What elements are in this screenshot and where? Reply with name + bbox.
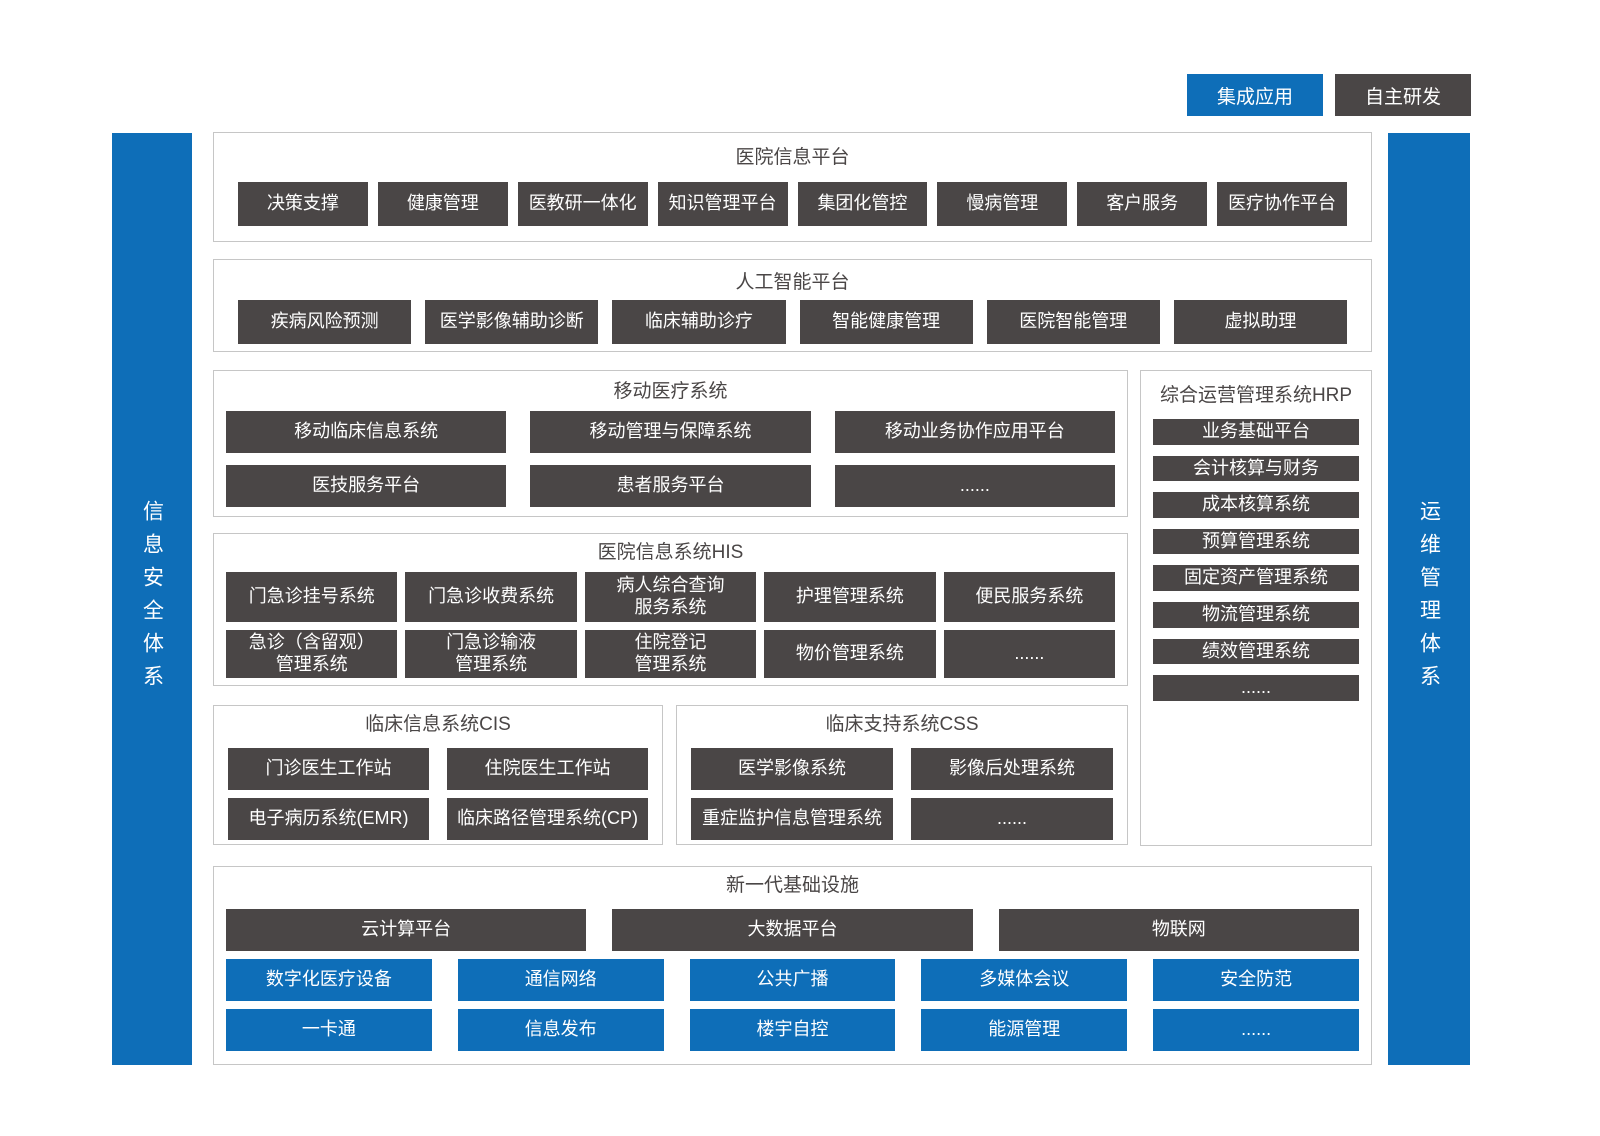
his-row-2: 急诊（含留观） 管理系统门急诊输液 管理系统住院登记 管理系统物价管理系统...…: [226, 630, 1116, 678]
hrp-box: 固定资产管理系统: [1153, 565, 1359, 591]
infrastructure-integrated-row-2: 一卡通信息发布楼宇自控能源管理......: [226, 1009, 1359, 1051]
section-title-css: 临床支持系统CSS: [825, 714, 979, 735]
hospital-info-platform-box: 集团化管控: [797, 182, 928, 226]
hospital-info-platform-box: 客户服务: [1077, 182, 1208, 226]
his-box: 护理管理系统: [764, 572, 936, 622]
ai-platform-items: 疾病风险预测医学影像辅助诊断临床辅助诊疗智能健康管理医院智能管理虚拟助理: [238, 300, 1348, 344]
section-title-cis: 临床信息系统CIS: [365, 714, 511, 735]
infrastructure-self-developed-row: 云计算平台大数据平台物联网: [226, 909, 1359, 951]
infrastructure-box: 信息发布: [457, 1009, 664, 1051]
cis-box: 门诊医生工作站: [228, 748, 429, 790]
infrastructure-box: 安全防范: [1153, 959, 1359, 1001]
mobile-medical-box: 移动业务协作应用平台: [834, 411, 1115, 453]
his-box: 门急诊收费系统: [405, 572, 577, 622]
cis-box: 临床路径管理系统(CP): [447, 798, 648, 840]
his-box: ......: [943, 630, 1116, 678]
section-title-mobile-medical: 移动医疗系统: [613, 381, 728, 402]
hospital-info-platform-box: 知识管理平台: [657, 182, 788, 226]
hrp-box: 预算管理系统: [1153, 528, 1359, 555]
mobile-medical-box: 医技服务平台: [226, 465, 507, 507]
ai-platform-box: 虚拟助理: [1173, 300, 1348, 344]
mobile-medical-box: 患者服务平台: [530, 465, 811, 507]
hrp-box: ......: [1153, 675, 1359, 701]
section-title-infrastructure: 新一代基础设施: [725, 875, 859, 896]
css-box: ......: [911, 798, 1113, 840]
his-row-1: 门急诊挂号系统门急诊收费系统病人综合查询 服务系统护理管理系统便民服务系统: [226, 572, 1116, 622]
his-box: 急诊（含留观） 管理系统: [226, 630, 398, 678]
mobile-medical-row-2: 医技服务平台患者服务平台......: [226, 465, 1115, 507]
his-box: 门急诊挂号系统: [226, 572, 398, 622]
hospital-info-platform-box: 医教研一体化: [517, 182, 648, 226]
hospital-info-platform-box: 决策支撑: [238, 182, 368, 226]
section-title-ai-platform: 人工智能平台: [735, 272, 850, 293]
infrastructure-box: 数字化医疗设备: [226, 959, 432, 1001]
his-box: 住院登记 管理系统: [584, 630, 757, 678]
cis-row-1: 门诊医生工作站住院医生工作站: [228, 748, 648, 790]
info-security-sidebar: 信息安全体系: [112, 133, 192, 1065]
mobile-medical-box: 移动管理与保障系统: [530, 411, 811, 453]
hrp-box: 成本核算系统: [1153, 492, 1359, 518]
legend: 集成应用 自主研发: [1187, 74, 1471, 116]
legend-integrated-app-chip: 集成应用: [1187, 74, 1323, 116]
ops-management-sidebar-label: 运维管理体系: [1417, 500, 1441, 698]
section-his: 医院信息系统HIS 门急诊挂号系统门急诊收费系统病人综合查询 服务系统护理管理系…: [213, 533, 1128, 686]
ai-platform-box: 疾病风险预测: [238, 300, 412, 344]
section-mobile-medical: 移动医疗系统 移动临床信息系统移动管理与保障系统移动业务协作应用平台 医技服务平…: [213, 370, 1128, 517]
section-infrastructure: 新一代基础设施 云计算平台大数据平台物联网 数字化医疗设备通信网络公共广播多媒体…: [213, 866, 1372, 1065]
hrp-items: 业务基础平台会计核算与财务成本核算系统预算管理系统固定资产管理系统物流管理系统绩…: [1153, 419, 1359, 701]
his-box: 便民服务系统: [943, 572, 1116, 622]
ai-platform-box: 临床辅助诊疗: [612, 300, 786, 344]
infrastructure-box: ......: [1153, 1009, 1359, 1051]
hrp-box: 会计核算与财务: [1153, 455, 1359, 482]
section-title-hrp: 综合运营管理系统HRP: [1159, 385, 1353, 406]
ai-platform-box: 医学影像辅助诊断: [425, 300, 599, 344]
hospital-info-platform-box: 健康管理: [377, 182, 508, 226]
cis-row-2: 电子病历系统(EMR) 临床路径管理系统(CP): [228, 798, 648, 840]
cis-box: 住院医生工作站: [447, 748, 648, 790]
info-security-sidebar-label: 信息安全体系: [140, 500, 164, 698]
section-title-his: 医院信息系统HIS: [597, 542, 744, 563]
mobile-medical-box: 移动临床信息系统: [226, 411, 507, 453]
ai-platform-box: 医院智能管理: [986, 300, 1160, 344]
infrastructure-integrated-row-1: 数字化医疗设备通信网络公共广播多媒体会议安全防范: [226, 959, 1359, 1001]
infrastructure-box: 物联网: [998, 909, 1359, 951]
infrastructure-box: 多媒体会议: [921, 959, 1128, 1001]
infrastructure-box: 大数据平台: [612, 909, 973, 951]
section-cis: 临床信息系统CIS 门诊医生工作站住院医生工作站 电子病历系统(EMR) 临床路径…: [213, 705, 663, 845]
legend-self-developed-chip: 自主研发: [1335, 74, 1471, 116]
his-box: 门急诊输液 管理系统: [405, 630, 577, 678]
section-hospital-info-platform: 医院信息平台 决策支撑健康管理医教研一体化知识管理平台集团化管控慢病管理客户服务…: [213, 132, 1372, 242]
infrastructure-box: 一卡通: [226, 1009, 432, 1051]
infrastructure-box: 能源管理: [921, 1009, 1128, 1051]
hrp-box: 物流管理系统: [1153, 601, 1359, 628]
infrastructure-box: 云计算平台: [226, 909, 587, 951]
hospital-info-platform-box: 慢病管理: [937, 182, 1068, 226]
css-box: 重症监护信息管理系统: [691, 798, 893, 840]
css-box: 影像后处理系统: [911, 748, 1113, 790]
hrp-box: 绩效管理系统: [1153, 638, 1359, 665]
hrp-box: 业务基础平台: [1153, 419, 1359, 445]
ai-platform-box: 智能健康管理: [799, 300, 973, 344]
section-title-hospital-info-platform: 医院信息平台: [735, 147, 850, 168]
section-hrp: 综合运营管理系统HRP 业务基础平台会计核算与财务成本核算系统预算管理系统固定资…: [1140, 370, 1372, 846]
hospital-info-platform-box: 医疗协作平台: [1217, 182, 1347, 226]
cis-box: 电子病历系统(EMR): [228, 798, 429, 840]
css-box: 医学影像系统: [691, 748, 893, 790]
mobile-medical-row-1: 移动临床信息系统移动管理与保障系统移动业务协作应用平台: [226, 411, 1115, 453]
infrastructure-box: 楼宇自控: [689, 1009, 896, 1051]
ops-management-sidebar: 运维管理体系: [1388, 133, 1470, 1065]
css-row-1: 医学影像系统影像后处理系统: [691, 748, 1113, 790]
his-box: 病人综合查询 服务系统: [584, 572, 757, 622]
mobile-medical-box: ......: [834, 465, 1115, 507]
infrastructure-box: 通信网络: [457, 959, 664, 1001]
section-css: 临床支持系统CSS 医学影像系统影像后处理系统 重症监护信息管理系统......: [676, 705, 1128, 845]
his-box: 物价管理系统: [764, 630, 936, 678]
css-row-2: 重症监护信息管理系统......: [691, 798, 1113, 840]
hospital-info-platform-items: 决策支撑健康管理医教研一体化知识管理平台集团化管控慢病管理客户服务医疗协作平台: [238, 182, 1347, 226]
section-ai-platform: 人工智能平台 疾病风险预测医学影像辅助诊断临床辅助诊疗智能健康管理医院智能管理虚…: [213, 259, 1372, 352]
infrastructure-box: 公共广播: [689, 959, 896, 1001]
